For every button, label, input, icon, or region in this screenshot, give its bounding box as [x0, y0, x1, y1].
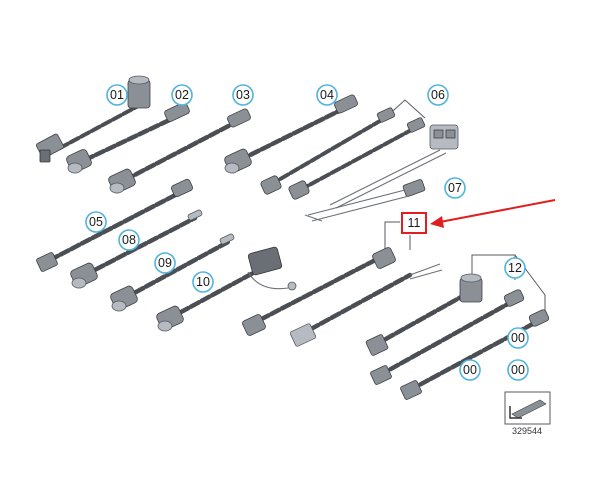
highlight-arrow — [439, 199, 556, 223]
callout-02[interactable]: 02 — [171, 84, 193, 106]
callout-06[interactable]: 06 — [427, 84, 449, 106]
part-09-cable — [110, 233, 235, 312]
callout-05-label: 05 — [89, 215, 103, 229]
part-04-cable — [224, 94, 358, 174]
part-07-connector — [304, 179, 426, 222]
callout-00-a[interactable]: 00 — [507, 327, 529, 349]
callout-12-label: 12 — [508, 261, 522, 275]
part-03-cable — [108, 108, 251, 194]
reference-icon — [504, 391, 551, 425]
callout-03[interactable]: 03 — [232, 84, 254, 106]
highlight-arrowhead — [430, 216, 444, 228]
callout-08-label: 08 — [122, 233, 136, 247]
callout-01-label: 01 — [110, 88, 124, 102]
callout-03-label: 03 — [236, 88, 250, 102]
callout-06-label: 06 — [431, 88, 445, 102]
callout-00-a-label: 00 — [511, 331, 525, 345]
part-11-cable-set — [242, 221, 443, 347]
callout-00-c[interactable]: 00 — [507, 359, 529, 381]
part-02-cable — [66, 102, 190, 174]
part-06-cable-set — [260, 99, 459, 209]
part-08-cable — [70, 209, 203, 289]
callout-10[interactable]: 10 — [192, 271, 214, 293]
callout-10-label: 10 — [196, 275, 210, 289]
part-05-cable — [36, 178, 194, 272]
callout-04-label: 04 — [320, 88, 334, 102]
callout-11-label: 11 — [408, 216, 421, 230]
callout-11-highlighted[interactable]: 11 — [401, 212, 427, 234]
callout-09-label: 09 — [158, 256, 172, 270]
part-10-cable — [156, 246, 297, 332]
callout-07[interactable]: 07 — [444, 177, 466, 199]
part-01-cable — [35, 75, 151, 163]
callout-09[interactable]: 09 — [154, 252, 176, 274]
callout-12[interactable]: 12 — [504, 257, 526, 279]
callout-00-c-label: 00 — [511, 363, 525, 377]
callout-00-b-label: 00 — [463, 363, 477, 377]
callout-08[interactable]: 08 — [118, 229, 140, 251]
callout-07-label: 07 — [448, 181, 462, 195]
reference-number: 329544 — [512, 426, 542, 436]
callout-01[interactable]: 01 — [106, 84, 128, 106]
callout-05[interactable]: 05 — [85, 211, 107, 233]
callout-02-label: 02 — [175, 88, 189, 102]
callout-04[interactable]: 04 — [316, 84, 338, 106]
callout-00-b[interactable]: 00 — [459, 359, 481, 381]
